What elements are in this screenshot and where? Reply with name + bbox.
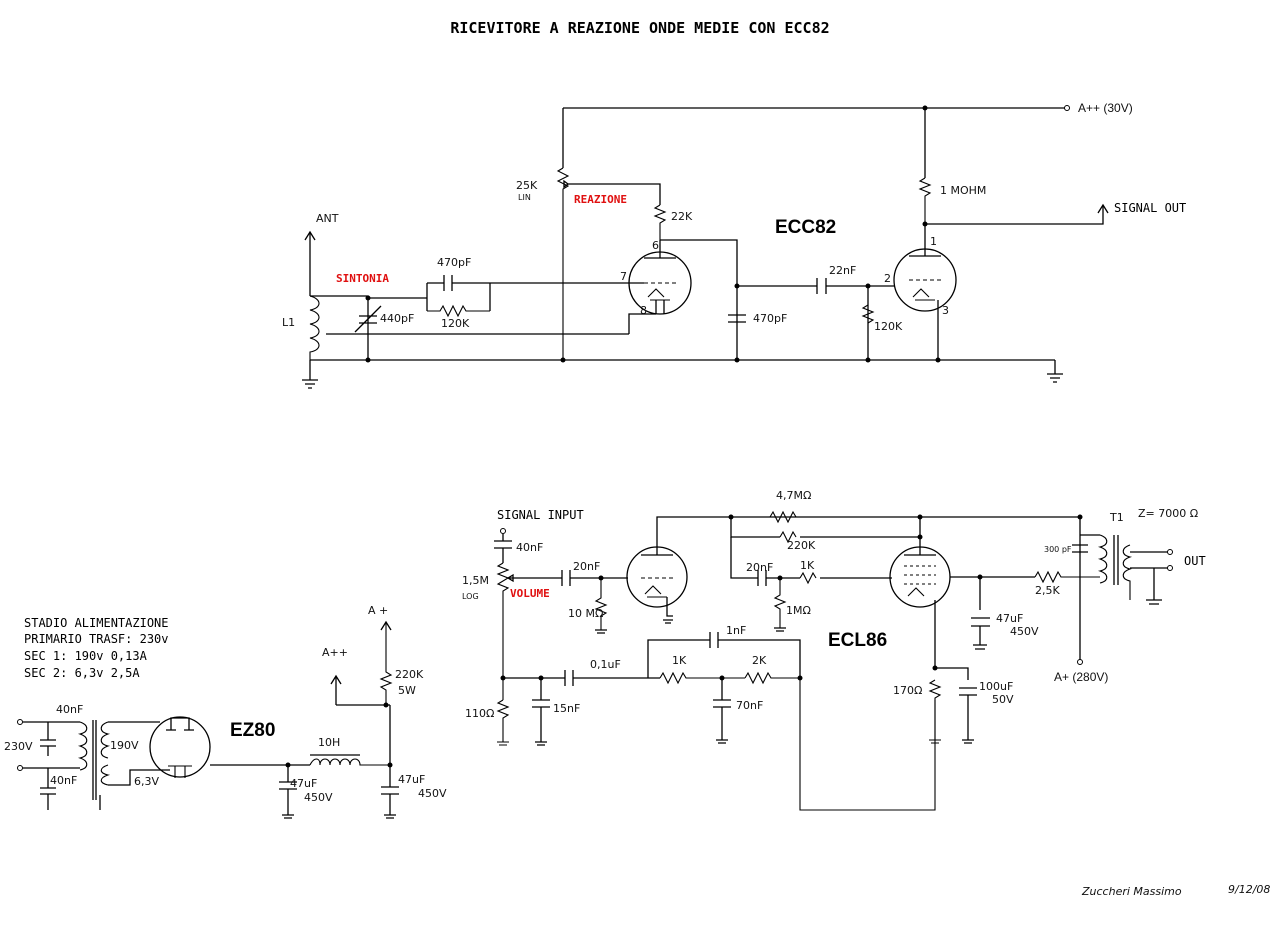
v-450-b-label: 450V [304, 791, 333, 804]
pot-lin-label: LIN [518, 193, 531, 202]
c-70nf-label: 70nF [736, 699, 763, 712]
signal-out-label: SIGNAL OUT [1114, 201, 1186, 215]
a-p-label: A + [368, 604, 388, 617]
pin2: 2 [884, 272, 891, 285]
diagram-title: RICEVITORE A REAZIONE ONDE MEDIE CON ECC… [450, 19, 829, 37]
v-190-label: 190V [110, 739, 139, 752]
c-40nf-in-label: 40nF [516, 541, 543, 554]
signal-input-label: SIGNAL INPUT [497, 508, 584, 522]
c-300pf-label: 300 pF [1044, 545, 1072, 554]
c-1nf-label: 1nF [726, 624, 746, 637]
ecl86-label: ECL86 [828, 630, 887, 651]
r-10m-label: 10 MΩ [568, 607, 603, 620]
reazione-label: REAZIONE [574, 193, 627, 206]
pin3: 3 [942, 304, 949, 317]
v-50-label: 50V [992, 693, 1014, 706]
c-47uf-c-label: 47uF [398, 773, 425, 786]
v-450-c-label: 450V [418, 787, 447, 800]
z-label: Z= 7000 Ω [1138, 507, 1198, 520]
r-1k-b-label: 1K [672, 654, 687, 667]
pin1: 1 [930, 235, 937, 248]
r-25k-label: 2,5K [1035, 584, 1060, 597]
ecl86-stage: SIGNAL INPUT 40nF 1,5M LOG VOLUME 20nF 1… [462, 489, 1206, 811]
r-120k-a-label: 120K [441, 317, 470, 330]
c-40nf-a-label: 40nF [56, 703, 83, 716]
r-110-label: 110Ω [465, 707, 494, 720]
pin8: 8 [640, 304, 647, 317]
pin7: 7 [620, 270, 627, 283]
pot-log-label: LOG [462, 592, 479, 601]
volume-label: VOLUME [510, 587, 550, 600]
c-47uf-b-label: 47uF [290, 777, 317, 790]
power-supply: STADIO ALIMENTAZIONE PRIMARIO TRASF: 230… [4, 604, 447, 819]
v-63-label: 6,3V [134, 775, 159, 788]
c-15nf-label: 15nF [553, 702, 580, 715]
r-120k-b-label: 120K [874, 320, 903, 333]
v-450-a-label: 450V [1010, 625, 1039, 638]
r-2k-label: 2K [752, 654, 767, 667]
r-22k-label: 22K [671, 210, 693, 223]
out-label: OUT [1184, 554, 1206, 568]
ez80-label: EZ80 [230, 720, 275, 741]
pin6: 6 [652, 239, 659, 252]
supply-line-2: SEC 1: 190v 0,13A [24, 649, 148, 663]
r-1k-a-label: 1K [800, 559, 815, 572]
v-230-label: 230V [4, 740, 33, 753]
r-220k-label: 220K [787, 539, 816, 552]
c-22nf-label: 22nF [829, 264, 856, 277]
l-10h-label: 10H [318, 736, 340, 749]
c-100uf-label: 100uF [979, 680, 1013, 693]
t1-label: T1 [1109, 511, 1124, 524]
ecc82-stage: A++ (30V) 25K LIN REAZIONE 22K 6 7 8 470… [282, 101, 1186, 389]
c-01uf-label: 0,1uF [590, 658, 621, 671]
ground-icon [1047, 360, 1063, 383]
c-20nf-b-label: 20nF [746, 561, 773, 574]
r-1m-b-label: 1MΩ [786, 604, 811, 617]
supply-title: STADIO ALIMENTAZIONE [24, 616, 169, 630]
pot-15m-label: 1,5M [462, 574, 489, 587]
c-47uf-a-label: 47uF [996, 612, 1023, 625]
a-pp-30v-label: A++ (30V) [1078, 101, 1133, 115]
a-pp-label: A++ [322, 646, 348, 659]
r-1mohm-label: 1 MOHM [940, 184, 986, 197]
r-220k-5w-label: 220K [395, 668, 424, 681]
pot-25k-label: 25K [516, 179, 538, 192]
c-470pf-b-label: 470pF [753, 312, 787, 325]
c-440pf-label: 440pF [380, 312, 414, 325]
w5-label: 5W [398, 684, 416, 697]
ecc82-label: ECC82 [775, 217, 836, 238]
c-40nf-b-label: 40nF [50, 774, 77, 787]
c-470pf-top-label: 470pF [437, 256, 471, 269]
ground-icon [302, 360, 318, 389]
c-20nf-a-label: 20nF [573, 560, 600, 573]
r-170-label: 170Ω [893, 684, 922, 697]
sintonia-label: SINTONIA [336, 272, 389, 285]
signature-name: Zuccheri Massimo [1081, 885, 1182, 898]
signature-date: 9/12/08 [1228, 883, 1270, 896]
a-p-280v-label: A+ (280V) [1054, 670, 1108, 684]
r-47m-label: 4,7MΩ [776, 489, 811, 502]
l1-label: L1 [282, 316, 295, 329]
supply-line-1: PRIMARIO TRASF: 230v [24, 632, 169, 646]
supply-line-3: SEC 2: 6,3v 2,5A [24, 666, 140, 680]
ant-label: ANT [316, 212, 339, 225]
